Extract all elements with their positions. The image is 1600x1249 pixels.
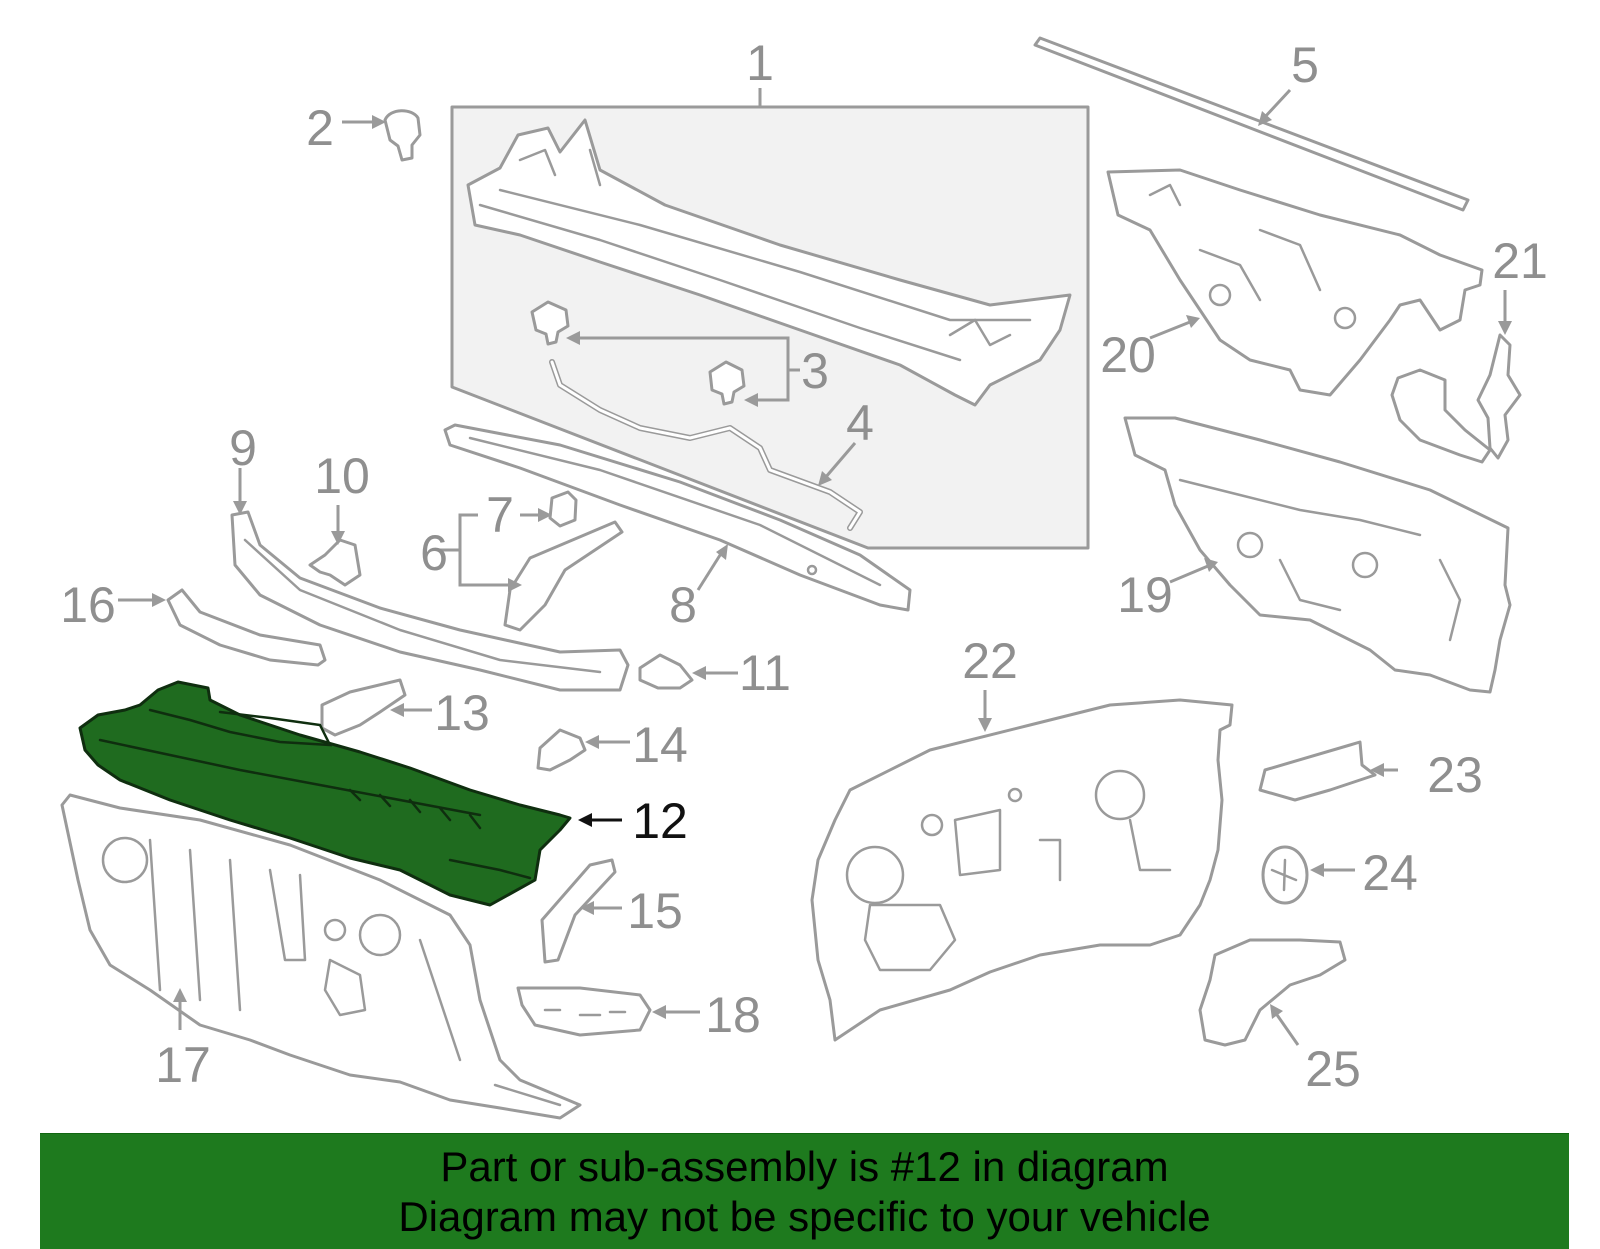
info-banner: Part or sub-assembly is #12 in diagram D…	[40, 1133, 1569, 1249]
callout-24: 24	[1362, 845, 1418, 901]
callout-14: 14	[632, 717, 688, 773]
part-18-bracket[interactable]	[516, 986, 652, 1037]
bracket-near-21[interactable]	[1390, 368, 1492, 464]
part-13-bracket[interactable]	[320, 678, 407, 737]
part-8-cowl-panel[interactable]	[443, 423, 912, 612]
callout-21: 21	[1492, 233, 1548, 289]
callout-labels: 1 2 3 4 5 6 7 8 9 10 11 12 13 14 15 16 1…	[60, 35, 1548, 1097]
callout-18: 18	[705, 987, 761, 1043]
part-10-bracket[interactable]	[308, 538, 362, 587]
callout-23: 23	[1427, 747, 1483, 803]
callout-5: 5	[1291, 37, 1319, 93]
part-15-bracket[interactable]	[540, 858, 617, 964]
part-17-dash-panel[interactable]	[60, 793, 582, 1120]
callout-25: 25	[1305, 1041, 1361, 1097]
callout-16: 16	[60, 577, 116, 633]
part-3-grommets[interactable]	[530, 300, 746, 406]
part-25-bracket[interactable]	[1198, 938, 1347, 1047]
callout-15: 15	[627, 883, 683, 939]
callout-6: 6	[420, 525, 448, 581]
banner-line-2: Diagram may not be specific to your vehi…	[398, 1193, 1211, 1240]
part-4-washer-hose[interactable]	[549, 359, 863, 531]
part-11-bracket[interactable]	[638, 653, 694, 690]
part-5-seal-strip[interactable]	[1033, 36, 1470, 212]
callout-2: 2	[306, 100, 334, 156]
callout-17: 17	[155, 1037, 211, 1093]
part-22-dash-panel[interactable]	[810, 698, 1234, 1042]
part-6-bracket[interactable]	[503, 520, 624, 632]
part-7-clip[interactable]	[548, 490, 578, 528]
callout-4: 4	[846, 395, 874, 451]
callout-12: 12	[632, 793, 688, 849]
part-9-reinforcement[interactable]	[230, 510, 630, 692]
part-21-bracket[interactable]	[1476, 333, 1522, 460]
part-14-bracket[interactable]	[536, 728, 587, 772]
part-20-insulator[interactable]	[1106, 168, 1484, 397]
callout-20: 20	[1100, 327, 1156, 383]
callout-10: 10	[314, 448, 370, 504]
callout-7: 7	[486, 487, 514, 543]
leader-lines	[118, 88, 1512, 1046]
part-2-clip[interactable]	[383, 109, 422, 162]
callout-19: 19	[1117, 567, 1173, 623]
callout-8: 8	[669, 577, 697, 633]
callout-13: 13	[434, 685, 490, 741]
part-19-insulator[interactable]	[1123, 416, 1512, 694]
part-1-cowl-panel[interactable]	[466, 118, 1072, 407]
part-12-highlighted[interactable]	[78, 680, 572, 907]
banner-line-1: Part or sub-assembly is #12 in diagram	[440, 1143, 1169, 1190]
callout-22: 22	[962, 633, 1018, 689]
callout-9: 9	[229, 420, 257, 476]
part-16-strip[interactable]	[166, 588, 327, 667]
part-24-plug[interactable]	[1261, 845, 1309, 905]
callout-11: 11	[739, 645, 791, 701]
callout-1: 1	[746, 35, 774, 91]
callout-3: 3	[801, 343, 829, 399]
part-23-bracket[interactable]	[1258, 740, 1377, 802]
